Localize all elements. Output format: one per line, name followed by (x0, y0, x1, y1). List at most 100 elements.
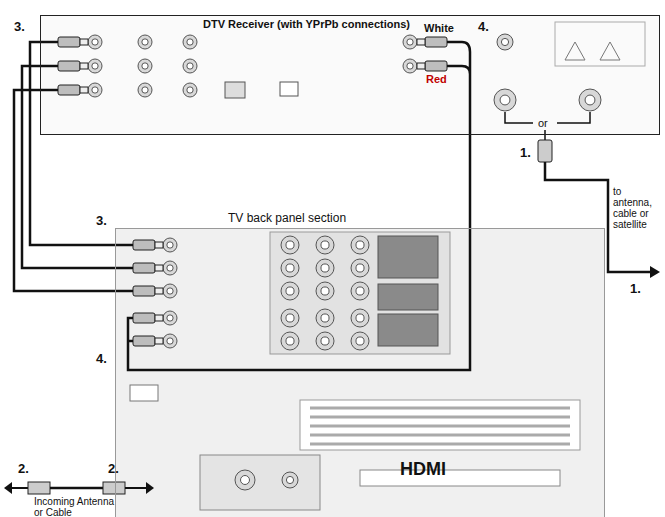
jack (316, 236, 334, 254)
jack-hole (286, 241, 294, 249)
jack-hole (187, 39, 193, 45)
cable-connector (30, 42, 115, 245)
coax-plug (103, 482, 125, 494)
antenna-input-area (200, 455, 320, 510)
plug-body (425, 61, 447, 71)
jack-hole (407, 39, 413, 45)
audio-cable (128, 228, 470, 370)
box-title: DTV Receiver (with YPrPb connections) (201, 18, 412, 30)
input-label-block (378, 236, 438, 278)
jack-hole (356, 314, 364, 322)
callout-number: 3. (96, 214, 107, 228)
note: Incoming Antenna or Cable (34, 496, 124, 517)
wire-color-label: Red (426, 73, 447, 85)
arrowhead (650, 266, 660, 278)
jack-hole (241, 476, 250, 485)
cable (115, 290, 133, 293)
vent-slot (310, 434, 570, 437)
callout-number: 4. (96, 352, 107, 366)
cable-connector (22, 66, 115, 268)
jack-hole (92, 87, 98, 93)
jack-hole (142, 39, 148, 45)
wire-color-label: White (424, 22, 454, 34)
callout-number: 2. (108, 462, 119, 476)
jack (88, 59, 102, 73)
jack-hole (500, 95, 510, 105)
audio-cable (447, 42, 470, 135)
jack (281, 236, 299, 254)
jack-hole (321, 314, 329, 322)
plug-tip (417, 63, 425, 69)
cable (40, 89, 58, 92)
coax-plug (538, 140, 552, 162)
jack (281, 309, 299, 327)
warning-symbol (600, 42, 620, 60)
jack-hole (286, 476, 293, 483)
jack (183, 83, 197, 97)
s-video-jack (225, 82, 245, 98)
jack-hole (92, 39, 98, 45)
antenna-cable (50, 487, 103, 490)
jack-hole (142, 63, 148, 69)
tv-panel-body (115, 228, 605, 517)
jack (316, 332, 334, 350)
cable-connector (469, 135, 472, 228)
vent (300, 400, 580, 450)
plug-body (133, 263, 155, 273)
box-title: TV back panel section (226, 211, 348, 225)
jack-hole (321, 264, 329, 272)
jack (494, 89, 516, 111)
port (130, 385, 158, 401)
or-label: or (538, 117, 548, 129)
jack (183, 59, 197, 73)
logo-text: HDMI (400, 460, 446, 480)
plug-tip (155, 242, 163, 248)
jack-hole (167, 315, 173, 321)
jack (163, 311, 177, 325)
jack-hole (286, 287, 294, 295)
tv-panel-box: TV back panel section (115, 228, 605, 517)
jack-hole (286, 337, 294, 345)
vent-slot (310, 416, 570, 419)
jack-hole (167, 288, 173, 294)
jack (163, 284, 177, 298)
plug-body (133, 336, 155, 346)
jack (138, 59, 152, 73)
jack-hole (187, 87, 193, 93)
jack (282, 472, 298, 488)
jack-hole (167, 242, 173, 248)
plug-body (58, 85, 80, 95)
plug-tip (80, 63, 88, 69)
caution-plate (555, 22, 645, 66)
jack (281, 282, 299, 300)
jack (497, 34, 513, 50)
jack (351, 332, 369, 350)
jack (351, 259, 369, 277)
input-label-block (378, 284, 438, 310)
receiver-box: DTV Receiver (with YPrPb connections) (40, 15, 660, 135)
jack (235, 470, 255, 490)
jack (403, 35, 417, 49)
cable (40, 65, 58, 68)
vent-slot (310, 407, 570, 410)
jack-hole (142, 87, 148, 93)
jack-hole (356, 287, 364, 295)
jack-hole (286, 264, 294, 272)
note: to antenna, cable or satellite (613, 186, 663, 230)
coax-plug (28, 482, 50, 494)
jack-hole (187, 63, 193, 69)
jack (579, 89, 601, 111)
callout-number: 1. (520, 146, 531, 160)
jack-hole (321, 241, 329, 249)
jack (138, 83, 152, 97)
jack-hole (356, 241, 364, 249)
jack-hole (321, 287, 329, 295)
jack (403, 59, 417, 73)
jack-hole (321, 337, 329, 345)
jack (163, 238, 177, 252)
plug-tip (80, 39, 88, 45)
callout-number: 3. (14, 20, 25, 34)
input-label-block (378, 314, 438, 346)
